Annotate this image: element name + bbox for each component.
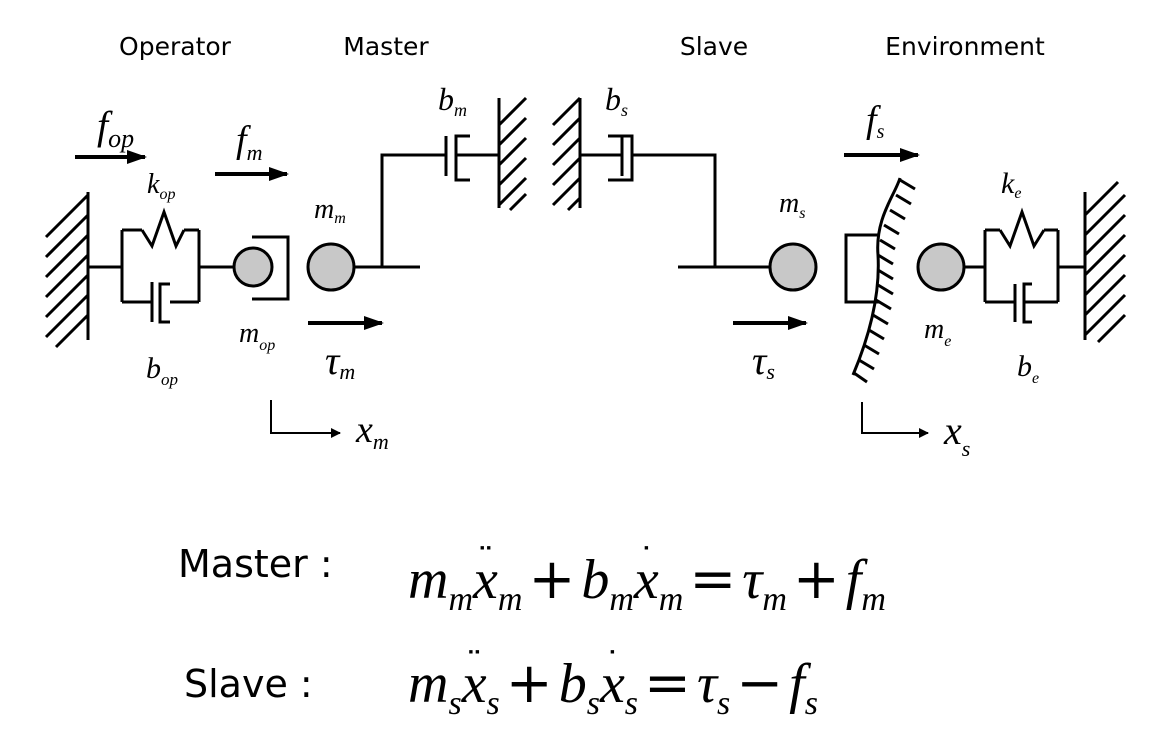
label-tau-m: τm — [325, 338, 355, 384]
axis-x-s — [861, 402, 929, 438]
label-f-m: fm — [236, 119, 262, 165]
master-wall — [497, 96, 528, 212]
equation-label-slave: Slave : — [184, 662, 313, 706]
label-m-op: mop — [239, 318, 275, 354]
equation-label-master: Master : — [178, 542, 333, 586]
label-m-s: ms — [779, 188, 805, 222]
label-k-op: kop — [147, 169, 175, 203]
mass-operator — [232, 246, 274, 288]
header-master: Master — [343, 32, 429, 61]
master-link — [355, 134, 499, 269]
equation-master: mmxm+bmxm=τm+fm — [408, 544, 886, 617]
label-m-m: mm — [314, 194, 346, 227]
equation-slave: msxs+bsxs=τs−fs — [408, 648, 818, 721]
label-b-m: bm — [438, 81, 467, 120]
header-operator: Operator — [119, 32, 232, 61]
label-b-s: bs — [605, 81, 628, 120]
operator-hand-contact — [252, 235, 290, 301]
axis-x-m — [270, 400, 341, 438]
environment-surface — [851, 177, 916, 384]
label-f-op: fop — [97, 103, 134, 153]
mass-slave — [768, 242, 818, 292]
label-b-op: bop — [146, 352, 178, 389]
operator-spring-damper — [88, 207, 234, 324]
left-wall — [44, 192, 90, 349]
right-wall — [1083, 180, 1127, 344]
slave-contact — [844, 233, 880, 304]
label-f-s: fs — [866, 99, 885, 143]
header-environment: Environment — [885, 32, 1045, 61]
mass-environment — [916, 242, 966, 292]
label-m-e: me — [924, 314, 951, 350]
environment-spring-damper — [965, 207, 1085, 324]
label-tau-s: τs — [752, 338, 775, 384]
header-slave: Slave — [680, 32, 748, 61]
label-x-m: xm — [355, 409, 389, 454]
slave-link — [580, 134, 770, 269]
mass-master — [306, 242, 356, 292]
slave-wall — [551, 96, 582, 212]
label-b-e: be — [1017, 350, 1039, 387]
label-k-e: ke — [1001, 167, 1021, 202]
label-x-s: xs — [943, 408, 970, 461]
